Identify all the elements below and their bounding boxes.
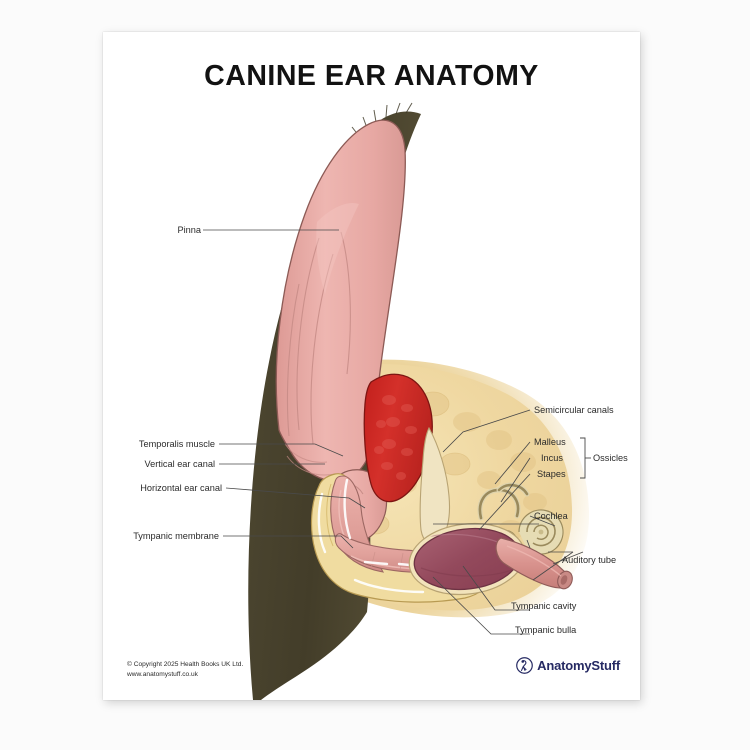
label-cochlea: Cochlea xyxy=(534,511,568,521)
auditory-tube xyxy=(495,537,573,590)
label-semicircular-canals: Semicircular canals xyxy=(534,405,614,415)
copyright-line-2: www.anatomystuff.co.uk xyxy=(127,671,198,679)
anatomystuff-logo-text: AnatomyStuff xyxy=(537,658,620,673)
label-horizontal-ear-canal: Horizontal ear canal xyxy=(140,483,222,493)
semicircular-canals xyxy=(477,482,530,521)
label-malleus: Malleus xyxy=(534,437,566,447)
anatomystuff-logo-icon xyxy=(516,657,534,674)
label-auditory-tube: Auditory tube xyxy=(562,555,617,565)
label-pinna: Pinna xyxy=(177,225,202,235)
label-temporalis-muscle: Temporalis muscle xyxy=(138,439,215,449)
label-tympanic-cavity: Tympanic cavity xyxy=(511,601,577,611)
copyright-line-1: © Copyright 2025 Health Books UK Ltd. xyxy=(127,661,244,668)
ossicles-bracket xyxy=(580,437,591,479)
temporalis-muscle xyxy=(363,373,433,503)
label-stapes: Stapes xyxy=(537,469,566,479)
page-title: CANINE EAR ANATOMY xyxy=(204,60,539,92)
label-vertical-ear-canal: Vertical ear canal xyxy=(144,459,215,469)
label-incus: Incus xyxy=(541,453,563,463)
poster-sheet: CANINE EAR ANATOMY xyxy=(103,32,640,700)
label-tympanic-bulla: Tympanic bulla xyxy=(515,625,577,635)
leader-lines xyxy=(203,229,574,635)
anatomystuff-logo: AnatomyStuff xyxy=(516,657,620,674)
label-ossicles: Ossicles xyxy=(593,453,628,463)
copyright-block: © Copyright 2025 Health Books UK Ltd. ww… xyxy=(127,660,243,680)
canine-ear-illustration xyxy=(103,32,640,700)
label-tympanic-membrane: Tympanic membrane xyxy=(133,531,219,541)
